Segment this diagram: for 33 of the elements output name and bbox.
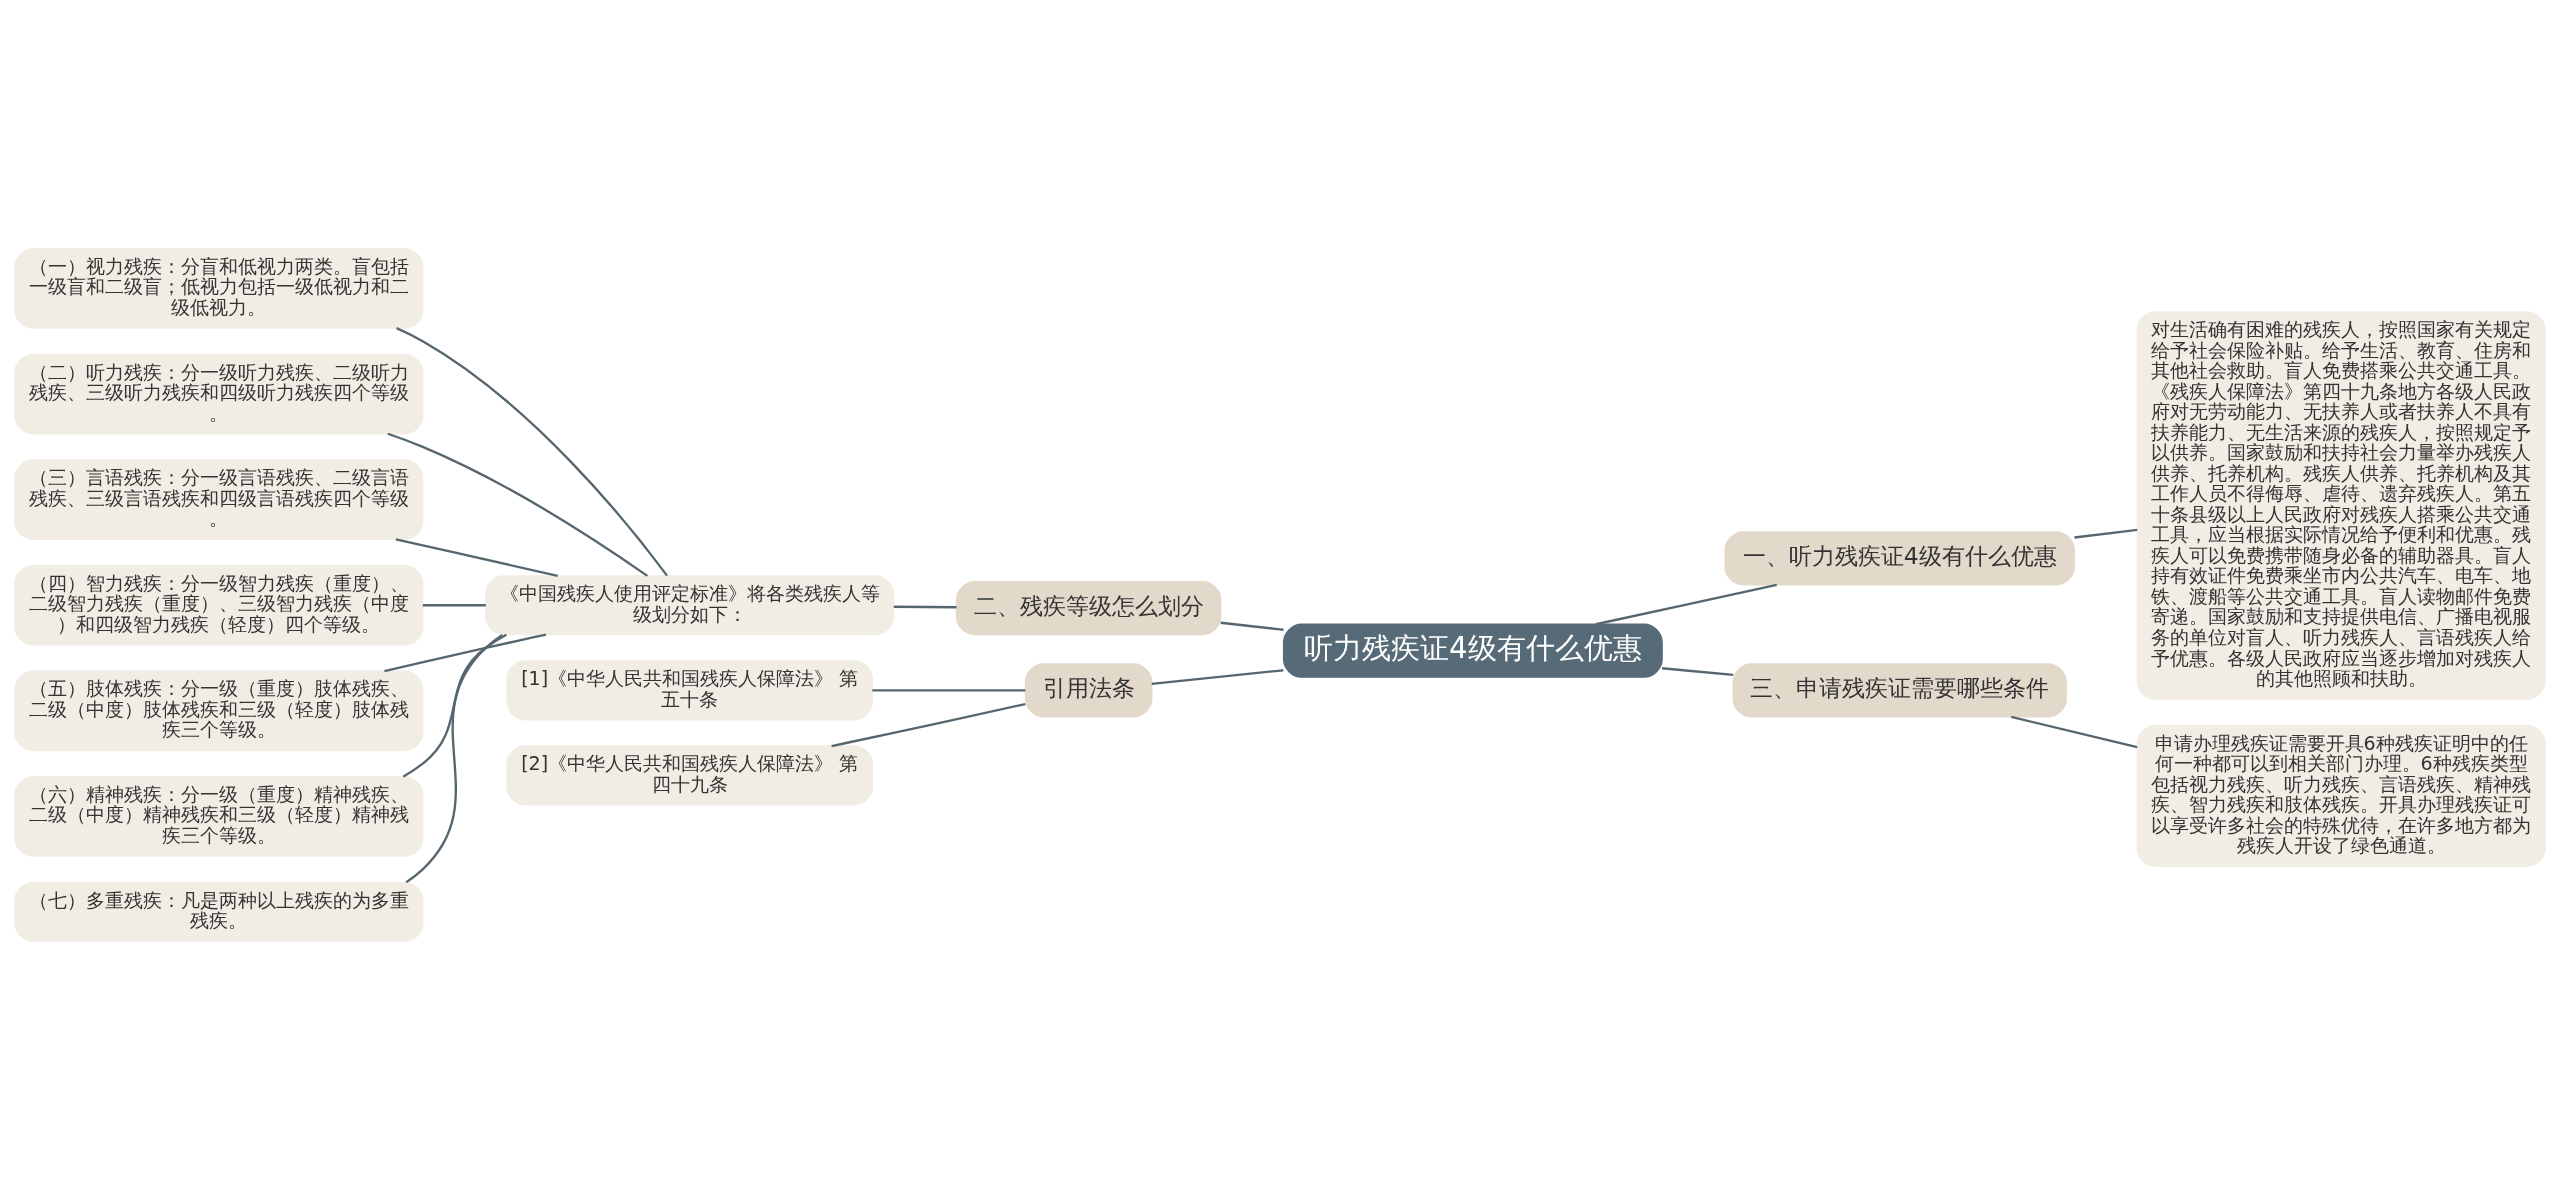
node-box: （四）智力残疾：分一级智力残疾（重度）、二级智力残疾（重度）、三级智力残疾（中度）和四级智力残疾（轻度）四个等级。: [14, 564, 424, 646]
connector: [1151, 669, 1284, 686]
node-box: （二）听力残疾：分一级听力残疾、二级听力残疾、三级听力残疾和四级听力残疾四个等级。: [14, 353, 424, 435]
connector: [2074, 528, 2138, 539]
node-box: 三、申请残疾证需要哪些条件: [1732, 663, 2067, 718]
node-box: 听力残疾证4级有什么优惠: [1282, 623, 1663, 678]
node-box: 引用法条: [1024, 663, 1153, 718]
connector: [831, 702, 1026, 748]
connector: [395, 538, 558, 577]
connector: [1662, 667, 1734, 677]
connector: [893, 605, 957, 609]
connector: [402, 633, 507, 778]
connector: [384, 633, 547, 673]
node-box: （三）言语残疾：分一级言语残疾、二级言语残疾、三级言语残疾和四级言语残疾四个等级。: [14, 459, 424, 540]
connector: [405, 633, 503, 884]
node-box: （七）多重残疾：凡是两种以上残疾的为多重残疾。: [14, 881, 424, 942]
connector: [2010, 715, 2138, 749]
connector: [387, 432, 649, 577]
node-box: [2]《中华人民共和国残疾人保障法》 第四十九条: [506, 745, 873, 806]
connector: [422, 604, 486, 607]
node-box: 对生活确有困难的残疾人，按照国家有关规定给予社会保险补贴。给予生活、教育、住房和其他社会救助。盲人免费搭乘公共交通工具。《残疾人保障法》第四十九条地方各级人民政府对无劳动能力、无扶养人或者扶养人不具有扶养能力、无生活来源的残疾人，按照规定予以供养。国家鼓励和扶持社会力量举办残疾人供养、托养机构。残疾人供养、托养机构及其工作人员不得侮辱、虐待、遗弃残疾人。第五十条县级以上人民政府对残疾人搭乘公共交通工具，应当根据实际情况给予便利和优惠。残疾人可以免费携带随身必备的辅助器具。盲人持有效证件免费乘坐市内公共汽车、电车、地铁、渡船等公共交通工具。盲人读物邮件免费寄递。国家鼓励和支持提供电信、广播电视服务的单位对盲人、听力残疾人、言语残疾人给予优惠。各级人民政府应当逐步增加对残疾人的其他照顾和扶助。: [2136, 311, 2546, 700]
node-box: （一）视力残疾：分盲和低视力两类。盲包括一级盲和二级盲；低视力包括一级低视力和二级低视力。: [14, 248, 424, 329]
node-box: 申请办理残疾证需要开具6种残疾证明中的任何一种都可以到相关部门办理。6种残疾类型包括视力残疾、听力残疾、言语残疾、精神残疾、智力残疾和肢体残疾。开具办理残疾证可以享受许多社会的特殊优待，在许多地方都为残疾人开设了绿色通道。: [2136, 724, 2546, 868]
node-box: [1]《中华人民共和国残疾人保障法》 第五十条: [506, 660, 873, 721]
connector: [396, 327, 668, 577]
connector: [1595, 583, 1777, 626]
node-box: 一、听力残疾证4级有什么优惠: [1724, 531, 2075, 586]
node-box: 《中国残疾人使用评定标准》将各类残疾人等级划分如下：: [485, 575, 895, 636]
node-box: （六）精神残疾：分一级（重度）精神残疾、二级（中度）精神残疾和三级（轻度）精神残疾三个等级。: [14, 776, 424, 857]
connector: [872, 689, 1026, 692]
node-box: （五）肢体残疾：分一级（重度）肢体残疾、二级（中度）肢体残疾和三级（轻度）肢体残疾三个等级。: [14, 670, 424, 752]
connector: [1220, 621, 1284, 631]
node-box: 二、残疾等级怎么划分: [955, 581, 1222, 636]
